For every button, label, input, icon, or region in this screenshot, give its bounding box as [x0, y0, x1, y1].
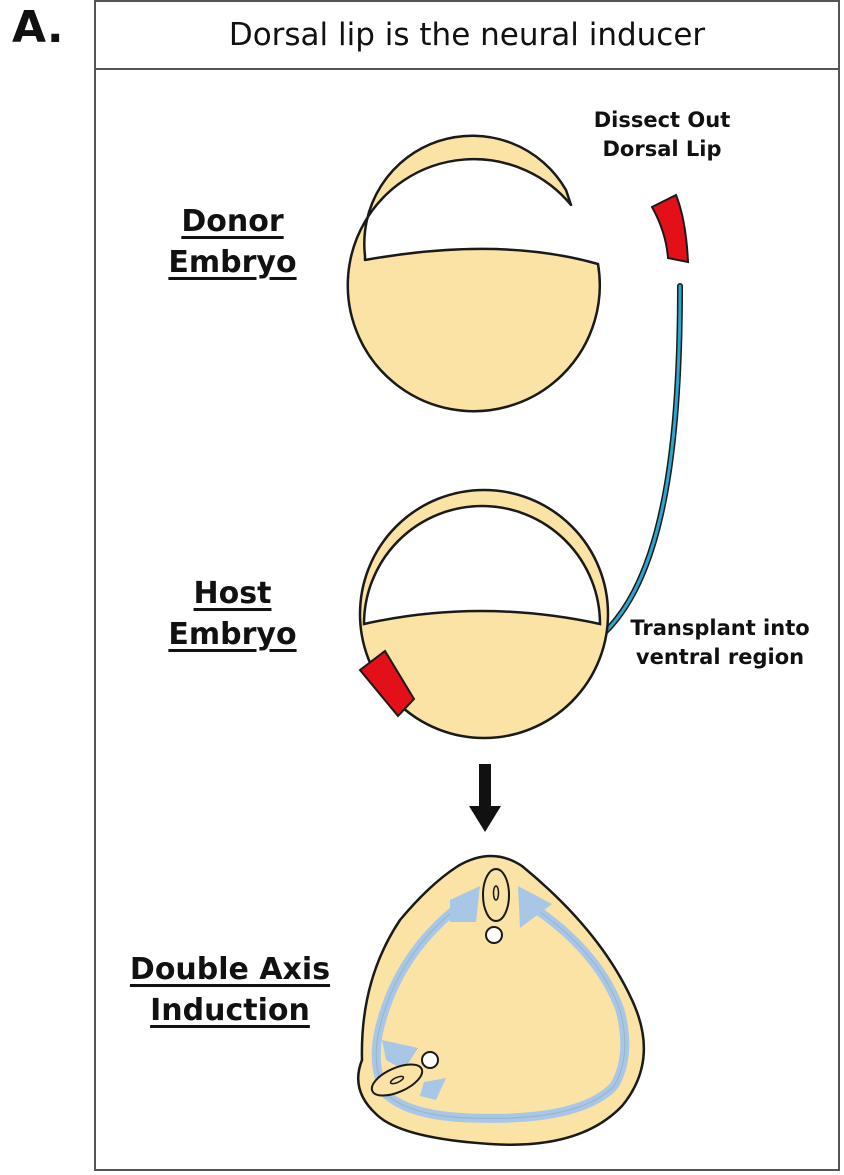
donor-label-line-2: Embryo — [150, 243, 315, 284]
donor-embryo-label: Donor Embryo — [150, 202, 315, 283]
primary-neural-tube — [483, 869, 509, 921]
donor-embryo — [348, 136, 600, 411]
double-axis-embryo — [358, 856, 644, 1145]
primary-notochord — [486, 927, 502, 943]
double-axis-label-line-1: Double Axis — [110, 950, 350, 991]
dissect-annotation: Dissect Out Dorsal Lip — [572, 106, 752, 165]
double-axis-label: Double Axis Induction — [110, 950, 350, 1031]
host-label-line-1: Host — [150, 574, 315, 615]
host-label-line-2: Embryo — [150, 615, 315, 656]
donor-label-line-1: Donor — [150, 202, 315, 243]
dissect-line-2: Dorsal Lip — [572, 135, 752, 164]
host-embryo-label: Host Embryo — [150, 574, 315, 655]
transplant-annotation: Transplant into ventral region — [612, 614, 828, 673]
dissect-line-1: Dissect Out — [572, 106, 752, 135]
donor-embryo-body — [348, 136, 600, 411]
double-axis-label-line-2: Induction — [110, 991, 350, 1032]
transplant-line-2: ventral region — [612, 643, 828, 672]
secondary-notochord — [422, 1052, 438, 1068]
down-arrow — [469, 764, 501, 832]
transplant-line-1: Transplant into — [612, 614, 828, 643]
host-embryo — [360, 490, 608, 738]
excised-dorsal-lip — [652, 195, 688, 262]
